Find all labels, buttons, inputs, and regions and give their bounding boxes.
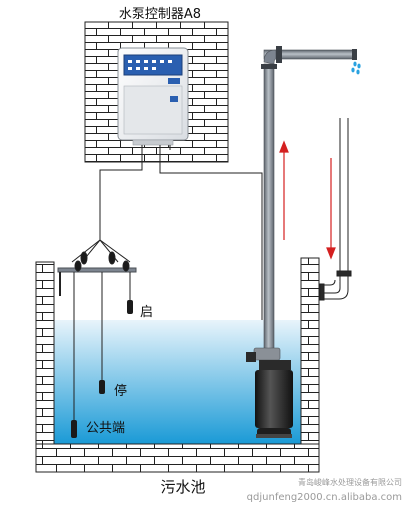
label-start: 启 (140, 305, 153, 320)
tank-left-wall (35, 261, 55, 473)
watermark-company: 青岛峻峰水处理设备有限公司 (298, 477, 402, 487)
float-start (127, 300, 133, 314)
submersible-pump (246, 347, 293, 438)
indicator-lights (128, 60, 172, 70)
label-common: 公共端 (86, 421, 125, 436)
controller-display-panel (123, 54, 183, 76)
controller-logo (170, 96, 178, 102)
watermark-url: qdjunfeng2000.cn.alibaba.com (247, 492, 402, 503)
float-common (71, 420, 77, 438)
tank-right-wall (300, 257, 320, 473)
label-stop: 停 (114, 383, 127, 399)
controller-title: 水泵控制器A8 (119, 7, 201, 22)
float-cables (73, 272, 131, 420)
float-switch-hanger (57, 239, 137, 296)
flow-arrow-down (326, 158, 336, 260)
tank-label: 污水池 (160, 478, 205, 496)
control-wiring (99, 145, 263, 348)
controller-button (168, 78, 180, 84)
inlet-pipe (319, 118, 352, 301)
float-stop (99, 380, 105, 394)
tank-floor (35, 443, 320, 473)
pump-controller (117, 47, 189, 146)
water-drip (351, 61, 361, 75)
flow-arrow-up (279, 140, 289, 240)
